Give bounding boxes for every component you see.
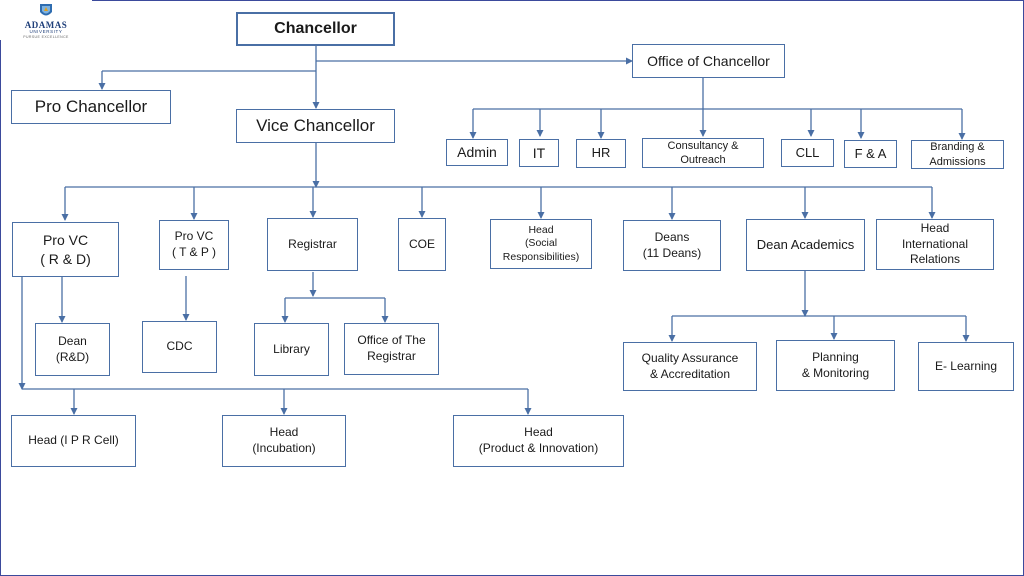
crest-icon: [40, 4, 52, 16]
node-deans: Deans (11 Deans): [623, 220, 721, 271]
logo-area: ADAMAS UNIVERSITY PURSUE EXCELLENCE: [0, 0, 92, 40]
node-coe: COE: [398, 218, 446, 271]
node-library: Library: [254, 323, 329, 376]
node-hr: HR: [576, 139, 626, 168]
node-head-social-responsibilities: Head (Social Responsibilities): [490, 219, 592, 269]
university-logo: ADAMAS UNIVERSITY PURSUE EXCELLENCE: [2, 2, 90, 40]
node-head-incubation: Head (Incubation): [222, 415, 346, 467]
node-pro-vc-rd: Pro VC ( R & D): [12, 222, 119, 277]
node-registrar: Registrar: [267, 218, 358, 271]
node-cll: CLL: [781, 139, 834, 167]
node-head-international-relations: Head International Relations: [876, 219, 994, 270]
node-vice-chancellor: Vice Chancellor: [236, 109, 395, 143]
node-pro-vc-tp: Pro VC ( T & P ): [159, 220, 229, 270]
node-chancellor: Chancellor: [236, 12, 395, 46]
node-planning-monitoring: Planning & Monitoring: [776, 340, 895, 391]
node-consultancy-outreach: Consultancy & Outreach: [642, 138, 764, 168]
node-e-learning: E- Learning: [918, 342, 1014, 391]
logo-tagline: PURSUE EXCELLENCE: [23, 35, 69, 39]
logo-subtitle: UNIVERSITY: [29, 29, 63, 34]
node-it: IT: [519, 139, 559, 167]
logo-name: ADAMAS: [24, 20, 68, 30]
node-dean-rd: Dean (R&D): [35, 323, 110, 376]
node-office-of-chancellor: Office of Chancellor: [632, 44, 785, 78]
node-office-of-the-registrar: Office of The Registrar: [344, 323, 439, 375]
node-branding-admissions: Branding & Admissions: [911, 140, 1004, 169]
node-pro-chancellor: Pro Chancellor: [11, 90, 171, 124]
node-cdc: CDC: [142, 321, 217, 373]
node-admin: Admin: [446, 139, 508, 166]
node-dean-academics: Dean Academics: [746, 219, 865, 271]
node-quality-assurance: Quality Assurance & Accreditation: [623, 342, 757, 391]
node-f-and-a: F & A: [844, 140, 897, 168]
node-head-product-innovation: Head (Product & Innovation): [453, 415, 624, 467]
node-head-ipr-cell: Head (I P R Cell): [11, 415, 136, 467]
